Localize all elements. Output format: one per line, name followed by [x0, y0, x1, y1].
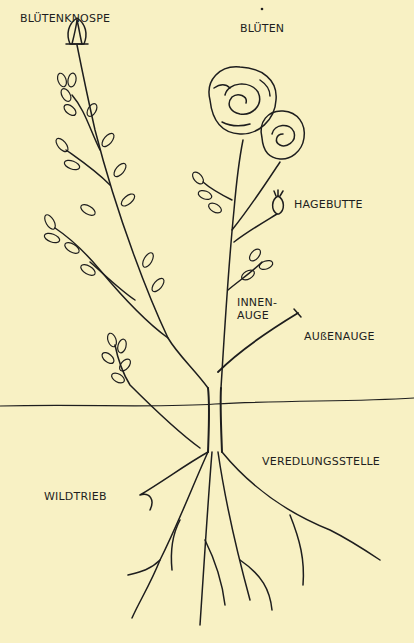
part-label: BLÜTEN [240, 22, 284, 35]
part-label: BLÜTENKNOSPE [20, 12, 110, 25]
part-label: AUßENAUGE [304, 330, 375, 343]
part-label: INNEN- AUGE [237, 296, 283, 322]
part-label: HAGEBUTTE [294, 198, 363, 211]
part-label: VEREDLUNGSSTELLE [262, 455, 380, 468]
part-label: WILDTRIEB [44, 490, 107, 503]
